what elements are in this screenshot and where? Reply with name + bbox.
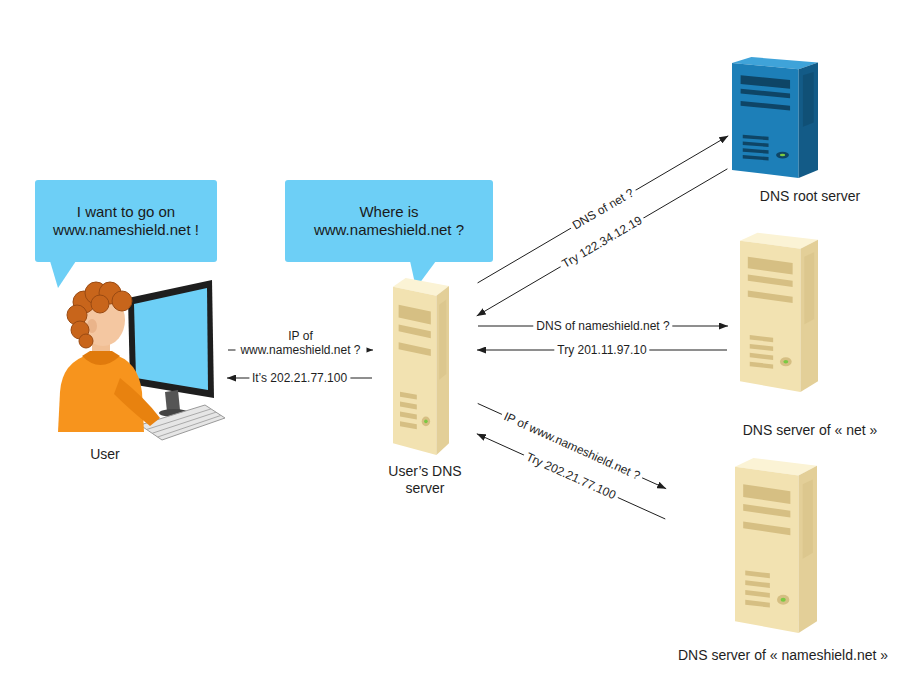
- node-label: DNS server of « net »: [730, 422, 890, 439]
- user-node: User: [40, 270, 225, 463]
- bubble-tail: [50, 261, 76, 288]
- monitor-frame: [128, 280, 214, 398]
- bubble-text: I want to go on www.nameshield.net !: [47, 203, 205, 239]
- server-node: User’s DNS server: [375, 272, 475, 497]
- monitor-screen: [134, 288, 208, 390]
- keyboard-keys: [147, 409, 221, 437]
- edge-label: Try 201.11.97.10: [554, 343, 649, 357]
- monitor-stand: [165, 390, 180, 412]
- server-node: DNS server of « net »: [730, 228, 890, 439]
- server-node: DNS root server: [730, 52, 890, 205]
- edge-label: IP of www.nameshield.net ?: [235, 329, 366, 357]
- server-icon: [740, 233, 818, 392]
- root-server-icon: [732, 57, 818, 178]
- edge-label: It’s 202.21.77.100: [249, 371, 350, 385]
- server-icon: [735, 458, 817, 633]
- arrow-connector: [478, 136, 729, 283]
- user-figure: [58, 280, 225, 440]
- node-label: User’s DNS server: [375, 463, 475, 497]
- bubble-text: Where is www.nameshield.net ?: [297, 203, 481, 239]
- node-label: DNS root server: [730, 188, 890, 205]
- server-icon: [393, 278, 449, 455]
- speech-bubble: I want to go on www.nameshield.net !: [35, 180, 217, 262]
- hair: [67, 282, 132, 348]
- hood: [82, 351, 120, 365]
- edge-label: DNS of nameshield.net ?: [533, 319, 672, 333]
- node-label: User: [50, 446, 160, 463]
- server-node: DNS server of « nameshield.net »: [668, 452, 898, 664]
- speech-bubble: Where is www.nameshield.net ?: [285, 180, 493, 262]
- arm: [114, 378, 160, 426]
- node-label: DNS server of « nameshield.net »: [668, 647, 898, 664]
- arrow-connector: [477, 169, 728, 316]
